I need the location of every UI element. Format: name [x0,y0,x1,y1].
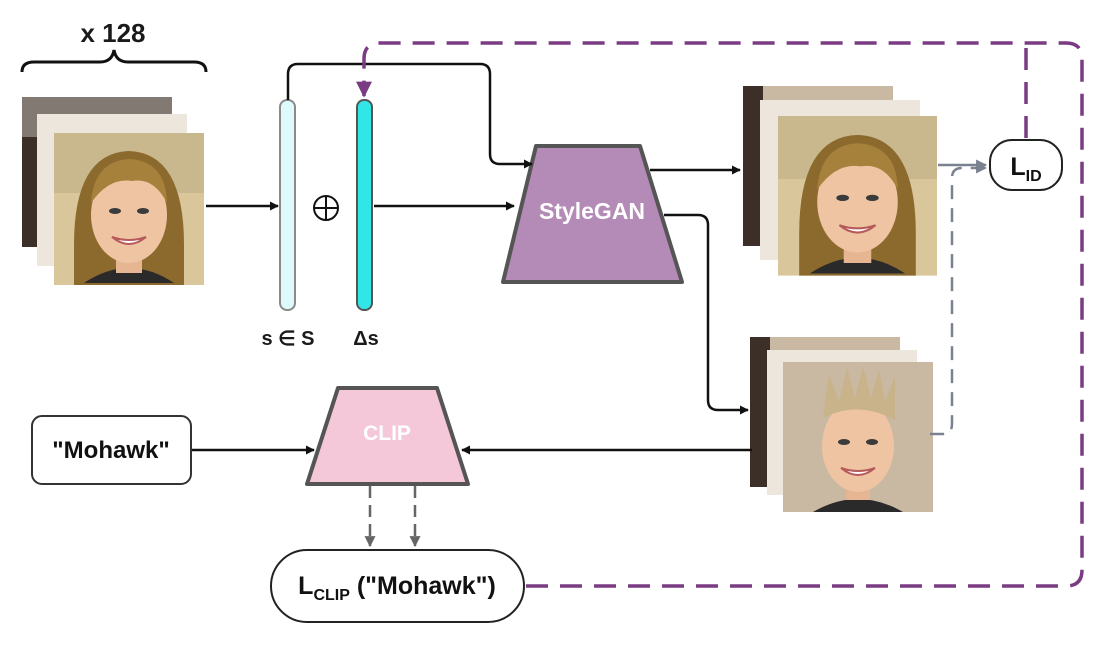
identity-loss-subscript: ID [1026,168,1042,185]
edited-face-image [782,361,934,513]
svg-text:LCLIP ("Mohawk"): LCLIP ("Mohawk") [298,572,496,604]
identity-loss-node: LID [989,139,1063,191]
flow-arrows [192,62,752,455]
clip-loss-subscript: CLIP [313,587,350,604]
input-face-image [53,132,205,286]
arrow-edited-to-id-loss [930,162,988,436]
text-prompt-box: "Mohawk" [31,415,192,485]
stylegan-label: StyleGAN [539,198,645,224]
stylegan-block: StyleGAN [501,144,684,284]
input-face-stack [22,97,205,286]
arrow-stylegan-to-edited [664,213,749,415]
clip-loss-symbol: L [298,572,313,600]
clip-label: CLIP [363,422,411,445]
clip-block: CLIP [305,386,470,486]
clip-to-loss-connectors [364,486,421,548]
arrow-style-to-stylegan [286,62,533,169]
style-delta-vector [356,99,373,311]
oplus-symbol [313,195,339,221]
batch-brace [20,49,208,73]
svg-text:LID: LID [1010,153,1041,185]
identity-loss-symbol: L [1010,153,1025,181]
clip-loss-node: LCLIP ("Mohawk") [270,549,525,623]
text-prompt-label: "Mohawk" [52,437,169,464]
reconstructed-face-stack [743,86,939,277]
feedback-clip-loss-to-delta [356,41,1084,588]
style-code-label: s ∈ S [262,328,315,350]
reconstructed-face-image [776,114,939,277]
style-code-vector [279,99,296,311]
identity-loss-connectors [930,159,988,436]
delta-label: Δs [353,328,379,350]
clip-loss-argument: ("Mohawk") [350,572,496,600]
edited-face-stack [750,337,934,513]
loss-feedback-path [356,41,1084,588]
batch-size-label: x 128 [80,18,145,48]
